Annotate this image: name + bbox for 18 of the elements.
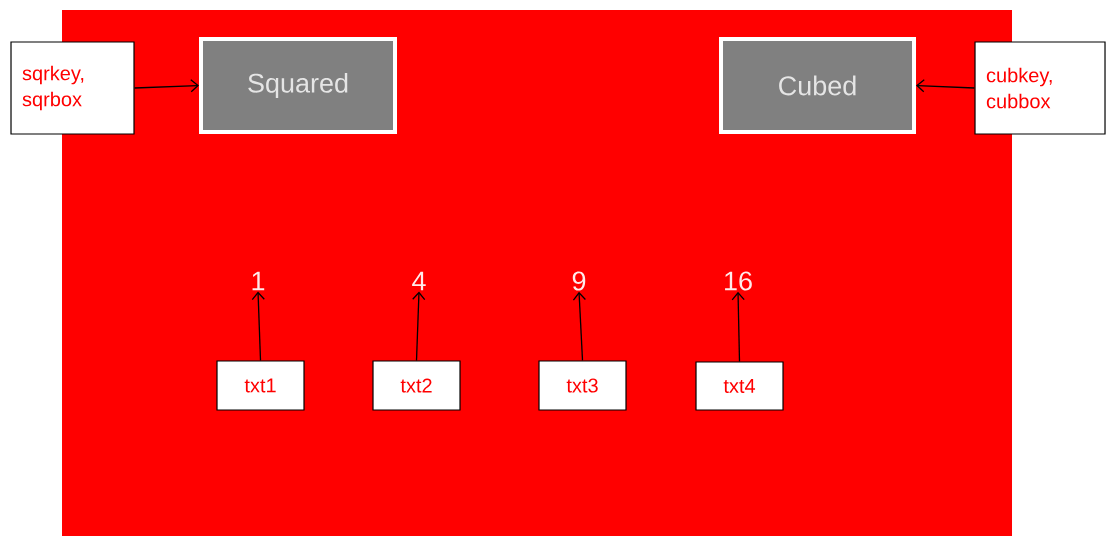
label-box: txt1	[216, 360, 305, 411]
arrow	[731, 291, 745, 363]
value-text: 1	[252, 271, 265, 291]
value-text: 4	[412, 271, 426, 291]
arrow	[916, 79, 976, 93]
value-text: 9	[572, 271, 586, 291]
callout-box: sqrkey, sqrbox	[10, 41, 135, 135]
label-box: txt4	[695, 361, 784, 411]
label-box: txt3	[538, 360, 627, 411]
button: Squared	[199, 37, 397, 134]
arrow	[251, 291, 265, 362]
value-text: 16	[725, 271, 752, 291]
arrow	[412, 291, 426, 362]
arrow	[133, 79, 199, 93]
arrow	[572, 291, 587, 362]
button: Cubed	[719, 37, 916, 134]
callout-box: cubkey, cubbox	[974, 41, 1106, 135]
label-box: txt2	[372, 360, 461, 411]
